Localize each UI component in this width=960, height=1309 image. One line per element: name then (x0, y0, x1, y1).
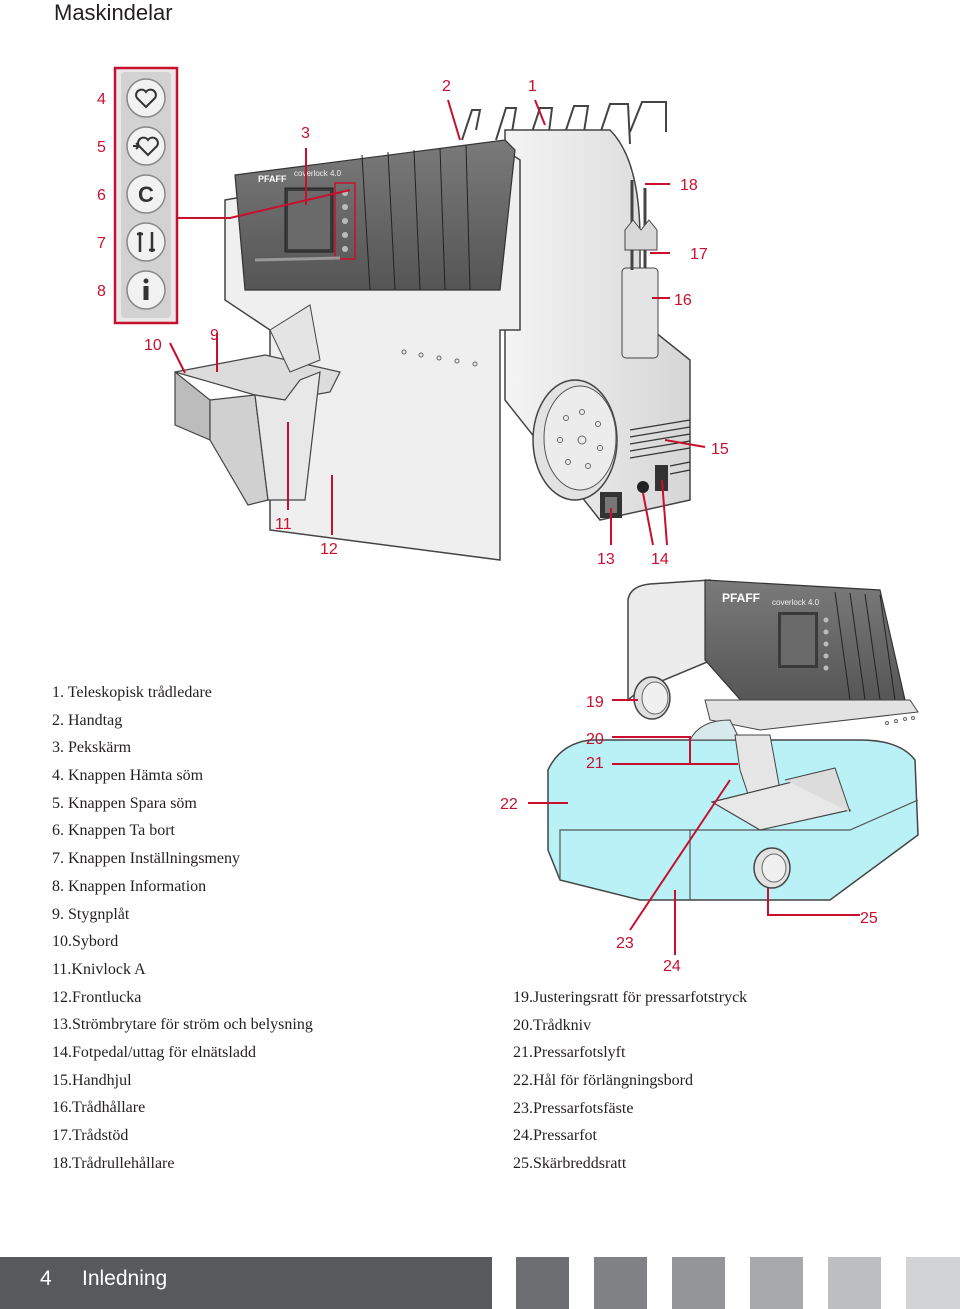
legend-item: 4. Knappen Hämta söm (52, 767, 204, 785)
callout-1: 1 (528, 78, 537, 95)
legend-item: 18.Trådrullehållare (52, 1154, 175, 1172)
heart-arrow-icon (126, 126, 166, 166)
callout-19: 19 (586, 694, 604, 711)
callout-24: 24 (663, 958, 681, 975)
callout-6: 6 (97, 187, 106, 204)
machine-side-view: PFAFF coverlock 4.0 (547, 579, 919, 901)
callout-17: 17 (690, 246, 708, 263)
legend-item: 16.Trådhållare (52, 1099, 146, 1117)
callout-15: 15 (711, 441, 729, 458)
callout-9: 9 (210, 327, 219, 344)
heart-icon (126, 78, 166, 118)
info-icon (126, 270, 166, 310)
callout-21: 21 (586, 755, 604, 772)
legend-item: 8. Knappen Information (52, 877, 207, 895)
callout-4: 4 (97, 91, 106, 108)
legend-item: 17.Trådstöd (52, 1127, 129, 1144)
legend-item: 14.Fotpedal/uttag för elnätsladd (52, 1043, 256, 1061)
callout-5: 5 (97, 139, 106, 156)
page-number: 4 (40, 1267, 52, 1290)
machine-front-view: PFAFF coverlock 4.0 (174, 101, 691, 561)
callout-8: 8 (97, 283, 106, 300)
legend-item: 15.Handhjul (52, 1071, 132, 1089)
button-panel-closeup: C (113, 66, 179, 325)
callout-leaders (169, 99, 860, 955)
legend-item: 23.Pressarfotsfäste (513, 1099, 634, 1117)
callout-7: 7 (97, 235, 106, 252)
legend-item: 5. Knappen Spara söm (52, 794, 197, 812)
brand-text: PFAFF (258, 174, 287, 184)
footer-tab (750, 1257, 803, 1309)
callout-10: 10 (144, 337, 162, 354)
legend-item: 3. Pekskärm (52, 739, 132, 757)
callout-25: 25 (860, 910, 878, 927)
footer-tab (906, 1257, 960, 1309)
legend-item: 12.Frontlucka (52, 988, 142, 1006)
callout-23: 23 (616, 935, 634, 952)
section-name: Inledning (82, 1267, 168, 1290)
callout-3: 3 (301, 125, 310, 142)
brand-text-side: PFAFF (722, 591, 760, 605)
legend-item: 21.Pressarfotslyft (513, 1044, 626, 1062)
footer-tab (672, 1257, 725, 1309)
machine-illustration: C PFAFF coverlock 4.0 (97, 66, 919, 975)
legend-item: 24.Pressarfot (513, 1127, 597, 1145)
legend-item: 19.Justeringsratt för pressarfotstryck (513, 989, 748, 1006)
legend-item: 20.Trådkniv (513, 1016, 592, 1034)
legend-item: 2. Handtag (52, 711, 123, 729)
legend-item: 22.Hål för förlängningsbord (513, 1072, 693, 1090)
legend-item: 11.Knivlock A (52, 960, 146, 978)
callout-12: 12 (320, 541, 338, 558)
callout-18: 18 (680, 177, 698, 194)
tools-icon (126, 222, 166, 262)
callout-13: 13 (597, 551, 615, 568)
model-text: coverlock 4.0 (294, 169, 342, 178)
legend-item: 1. Teleskopisk trådledare (52, 684, 212, 701)
legend-item: 9. Stygnplåt (52, 905, 130, 923)
model-text-side: coverlock 4.0 (772, 598, 820, 607)
page-title: Maskindelar (54, 0, 173, 25)
callout-22: 22 (500, 796, 518, 813)
callout-20: 20 (586, 731, 604, 748)
legend-item: 13.Strömbrytare för ström och belysning (52, 1016, 313, 1034)
footer-tab (516, 1257, 569, 1309)
footer-tab (828, 1257, 881, 1309)
footer-tab (594, 1257, 647, 1309)
legend-item: 7. Knappen Inställningsmeny (52, 850, 240, 868)
footer-bar: 4 Inledning (0, 1257, 492, 1309)
legend-item: 25.Skärbreddsratt (513, 1155, 627, 1173)
page-footer: 4 Inledning (0, 1257, 960, 1309)
legend-item: 10.Sybord (52, 933, 119, 951)
callout-16: 16 (674, 292, 692, 309)
legend-right: 19.Justeringsratt för pressarfotstryck 2… (513, 984, 747, 1178)
callout-2: 2 (442, 78, 451, 95)
callout-11: 11 (275, 516, 292, 533)
c-letter-icon: C (126, 174, 166, 214)
svg-text:C: C (138, 182, 154, 207)
legend-left: 1. Teleskopisk trådledare 2. Handtag 3. … (52, 679, 313, 1177)
legend-item: 6. Knappen Ta bort (52, 822, 175, 840)
callout-14: 14 (651, 551, 669, 568)
